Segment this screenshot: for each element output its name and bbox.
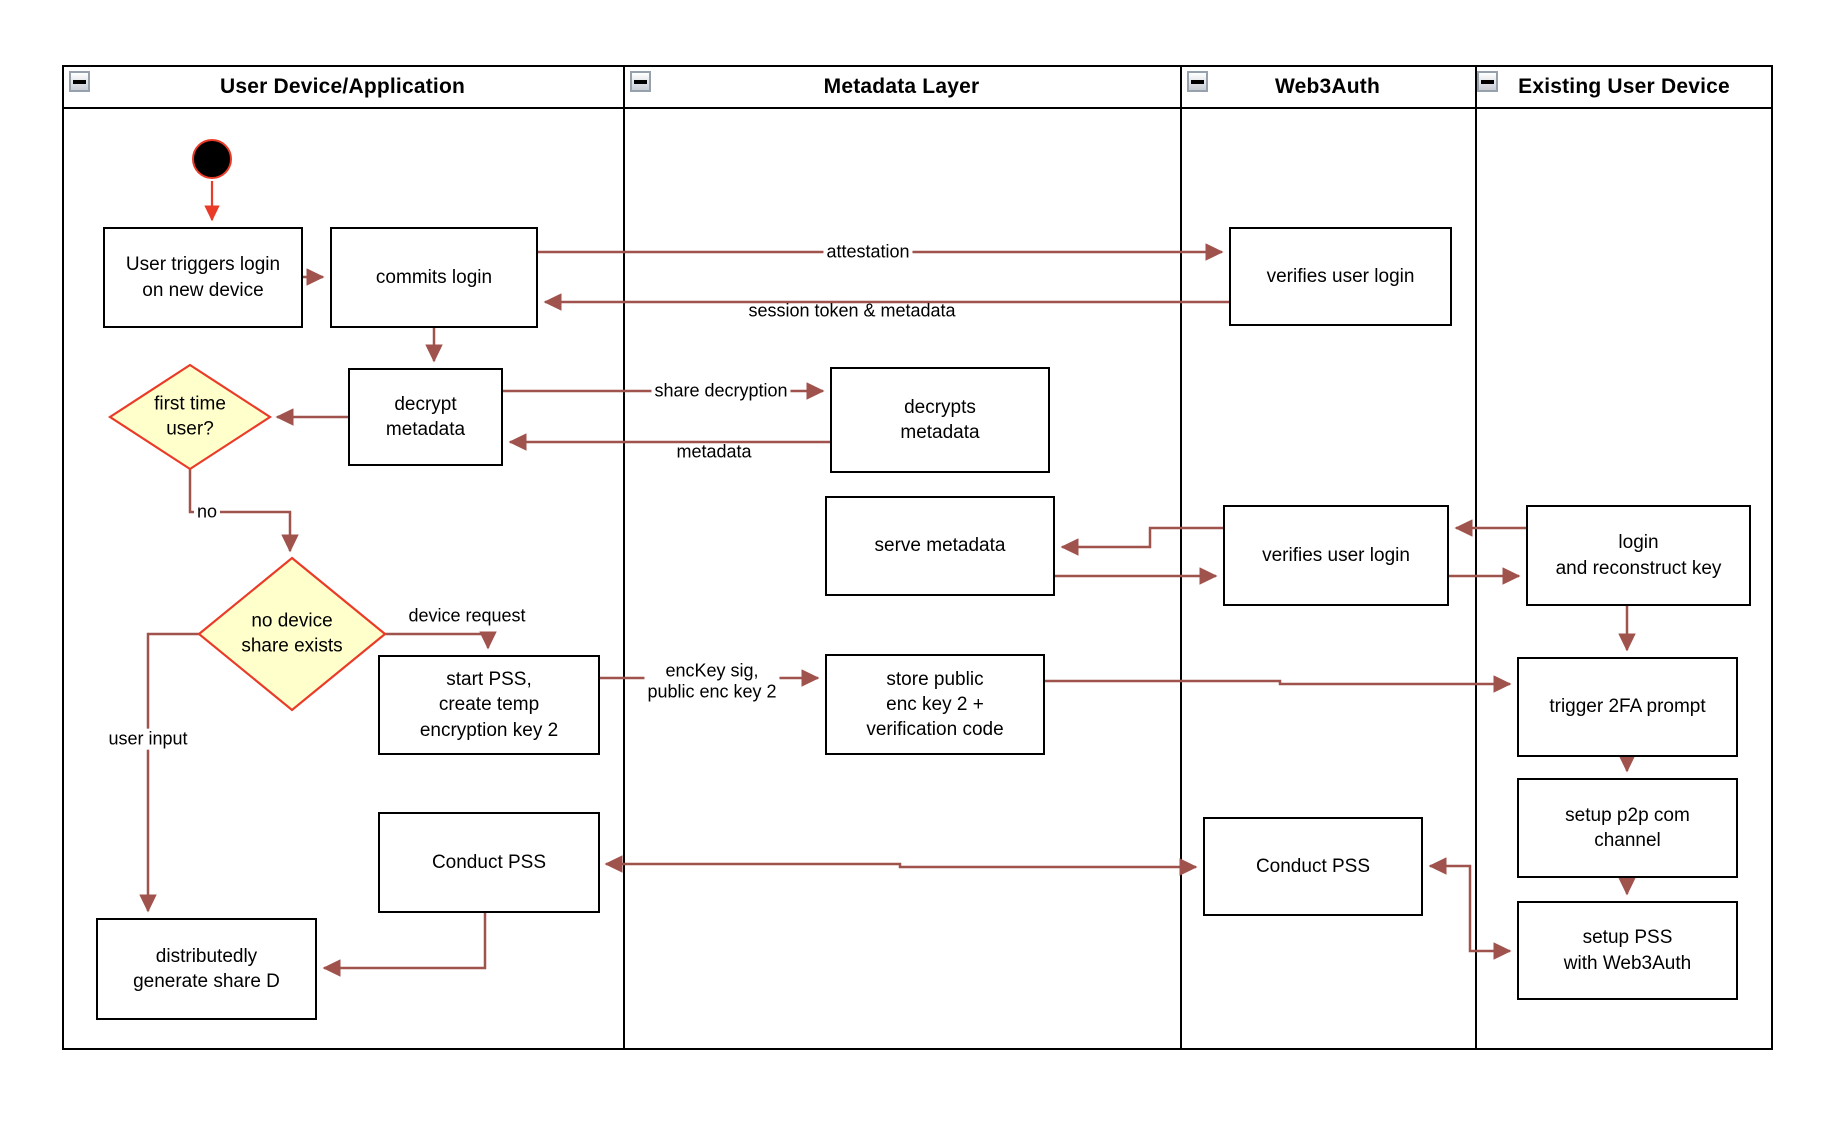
edge-device-request <box>385 631 497 650</box>
decision-label-first-time-user: first time user? <box>154 393 226 439</box>
edge-verifies-to-serve <box>1060 526 1223 556</box>
lane-title: Web3Auth <box>1274 75 1381 98</box>
lane-header-metadata-layer: Metadata Layer <box>623 65 1180 109</box>
edge-conduct-pss-link <box>604 855 1198 876</box>
edge-label-device-request: device request <box>408 605 526 626</box>
decision-no-device-share <box>197 556 387 712</box>
decision-label-no-device-share: no device share exists <box>241 610 343 656</box>
edge-label-session-token: session token & metadata <box>748 300 956 321</box>
node-trigger-2fa: trigger 2FA prompt <box>1517 657 1738 757</box>
node-decrypts-metadata: decrypts metadata <box>830 367 1050 473</box>
decision-first-time-user <box>107 363 273 471</box>
edge-label-share-decryption: share decryption <box>651 380 791 402</box>
node-verifies-user-login-2: verifies user login <box>1223 505 1449 606</box>
lane-header-web3auth: Web3Auth <box>1180 65 1475 109</box>
node-commits-login: commits login <box>330 227 538 328</box>
lane-divider-3 <box>1475 65 1477 1050</box>
node-store-public-key: store public enc key 2 + verification co… <box>825 654 1045 755</box>
lane-header-user-device: User Device/Application <box>62 65 623 109</box>
node-start-pss: start PSS, create temp encryption key 2 <box>378 655 600 755</box>
edge-setuppss-conduct-link <box>1428 857 1512 960</box>
node-decrypt-metadata: decrypt metadata <box>348 368 503 466</box>
lane-header-existing-device: Existing User Device <box>1475 65 1773 109</box>
lane-title: Metadata Layer <box>823 75 980 98</box>
minimize-icon[interactable] <box>630 71 651 92</box>
lane-title: User Device/Application <box>219 75 465 98</box>
edge-label-metadata: metadata <box>676 441 752 462</box>
edge-label-enckey-sig: encKey sig, public enc key 2 <box>644 660 780 702</box>
edge-label-no: no <box>193 501 221 523</box>
node-user-triggers-login: User triggers login on new device <box>103 227 303 328</box>
node-serve-metadata: serve metadata <box>825 496 1055 596</box>
edge-user-input <box>139 632 199 913</box>
node-conduct-pss-device: Conduct PSS <box>378 812 600 913</box>
lane-divider-2 <box>1180 65 1182 1050</box>
node-verifies-user-login-1: verifies user login <box>1229 227 1452 326</box>
node-setup-pss: setup PSS with Web3Auth <box>1517 901 1738 1000</box>
node-generate-share-d: distributedly generate share D <box>96 918 317 1020</box>
edge-label-user-input: user input <box>105 728 191 750</box>
node-conduct-pss-web3auth: Conduct PSS <box>1203 817 1423 916</box>
start-node <box>192 139 232 179</box>
edge-store-to-2fa <box>1045 675 1512 693</box>
minimize-icon[interactable] <box>1477 71 1498 92</box>
edge-label-attestation: attestation <box>823 241 913 263</box>
lane-header-row <box>62 65 1773 109</box>
minimize-icon[interactable] <box>69 71 90 92</box>
lane-title: Existing User Device <box>1518 75 1730 98</box>
edge-conduct-to-shared <box>322 913 487 977</box>
minimize-icon[interactable] <box>1187 71 1208 92</box>
lane-divider-1 <box>623 65 625 1050</box>
node-setup-p2p: setup p2p com channel <box>1517 778 1738 878</box>
node-login-reconstruct-key: login and reconstruct key <box>1526 505 1751 606</box>
edge-no-branch <box>188 469 299 553</box>
